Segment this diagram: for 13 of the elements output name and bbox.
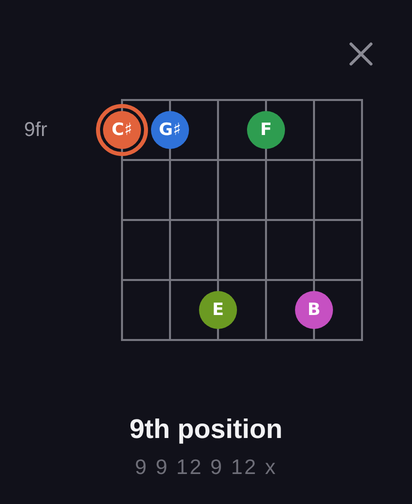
- fret-numbers: 9 9 12 9 12 x: [134, 455, 278, 481]
- note-dot: [199, 291, 237, 329]
- note-dot: [103, 111, 141, 149]
- note-name: C♯: [112, 122, 132, 138]
- note-name: B: [308, 302, 320, 318]
- note-dot: [247, 111, 285, 149]
- note-name: F: [260, 122, 272, 138]
- fret-number: 9fr: [24, 118, 48, 142]
- position-title: 9th position: [130, 413, 282, 446]
- note-name: E: [212, 302, 224, 318]
- note-dot: [151, 111, 189, 149]
- note-dot: [295, 291, 333, 329]
- note-name: G♯: [158, 122, 182, 138]
